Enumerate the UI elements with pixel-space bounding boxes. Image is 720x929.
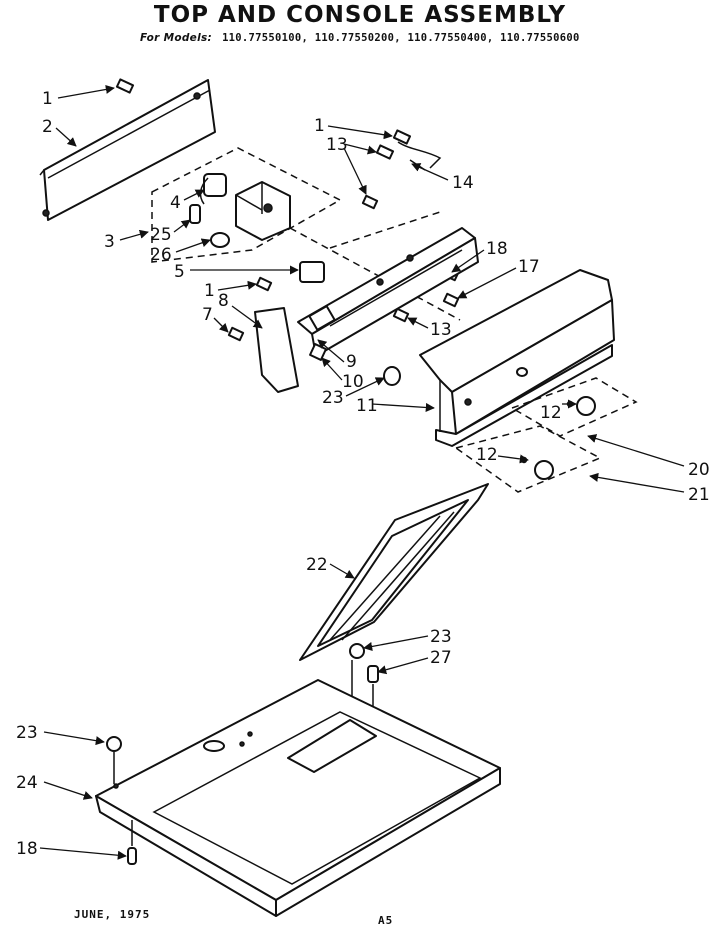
knob-part (349, 643, 365, 659)
assembly-leader-line (329, 211, 441, 249)
knob-part (383, 366, 401, 386)
knob-group-outline (510, 377, 638, 437)
assembly-leader-line (289, 227, 461, 321)
callout-label: 4 (170, 193, 181, 213)
callout-label: 18 (16, 839, 38, 859)
light-shield-part (254, 307, 299, 393)
callout-label: 26 (150, 245, 172, 265)
callout-label: 13 (430, 320, 452, 340)
control-knob-part (534, 460, 554, 480)
console-panel-part (419, 269, 615, 447)
knob-part (106, 736, 122, 752)
callout-label: 21 (688, 485, 710, 505)
callout-label: 1 (314, 116, 325, 136)
assembly-group-outline (151, 147, 342, 263)
control-switch-part (299, 261, 325, 283)
footer-page-code: A5 (378, 914, 394, 927)
lamp-part (227, 326, 245, 342)
knob-group-outline (454, 425, 602, 493)
callout-label: 23 (16, 723, 38, 743)
callout-label: 1 (42, 89, 53, 109)
callout-label: 22 (306, 555, 328, 575)
wire-clip-part (397, 141, 442, 171)
callout-label: 14 (452, 173, 474, 193)
callout-label: 24 (16, 773, 38, 793)
callout-label: 18 (486, 239, 508, 259)
callout-label: 5 (174, 262, 185, 282)
callout-leaders (39, 84, 685, 860)
callout-label: 1 (204, 281, 215, 301)
callout-label: 8 (218, 291, 229, 311)
callout-label: 23 (322, 388, 344, 408)
callout-label: 25 (150, 225, 172, 245)
dryer-top-part (95, 679, 501, 917)
callout-label: 27 (430, 648, 452, 668)
switch-part (199, 173, 227, 205)
callout-label: 13 (326, 135, 348, 155)
callout-label: 2 (42, 117, 53, 137)
callout-label: 12 (476, 445, 498, 465)
knob-part (210, 232, 230, 248)
bracket-part (189, 204, 201, 224)
screw-part (127, 847, 137, 865)
screw-part (367, 665, 379, 683)
callout-label: 23 (430, 627, 452, 647)
callout-labels: 1 2 1 13 14 4 3 25 26 5 18 17 1 8 7 13 9… (16, 89, 710, 859)
console-bracket-part (297, 227, 479, 357)
callout-label: 3 (104, 232, 115, 252)
model-list: For Models: 110.77550100, 110.77550200, 1… (140, 32, 700, 44)
callout-label: 17 (518, 257, 540, 277)
callout-label: 10 (342, 372, 364, 392)
callout-label: 9 (346, 352, 357, 372)
page-title: TOP AND CONSOLE ASSEMBLY (153, 2, 567, 28)
callout-label: 20 (688, 460, 710, 480)
footer-date: JUNE, 1975 (74, 908, 151, 921)
callout-label: 7 (202, 305, 213, 325)
timer-part (235, 181, 291, 241)
control-knob-part (576, 396, 596, 416)
callout-label: 12 (540, 403, 562, 423)
models-values: 110.77550100, 110.77550200, 110.77550400… (222, 32, 580, 44)
callout-label: 11 (356, 396, 378, 416)
models-label: For Models: (140, 32, 213, 44)
rear-panel-part (39, 79, 216, 221)
lint-screen-part (299, 483, 489, 661)
